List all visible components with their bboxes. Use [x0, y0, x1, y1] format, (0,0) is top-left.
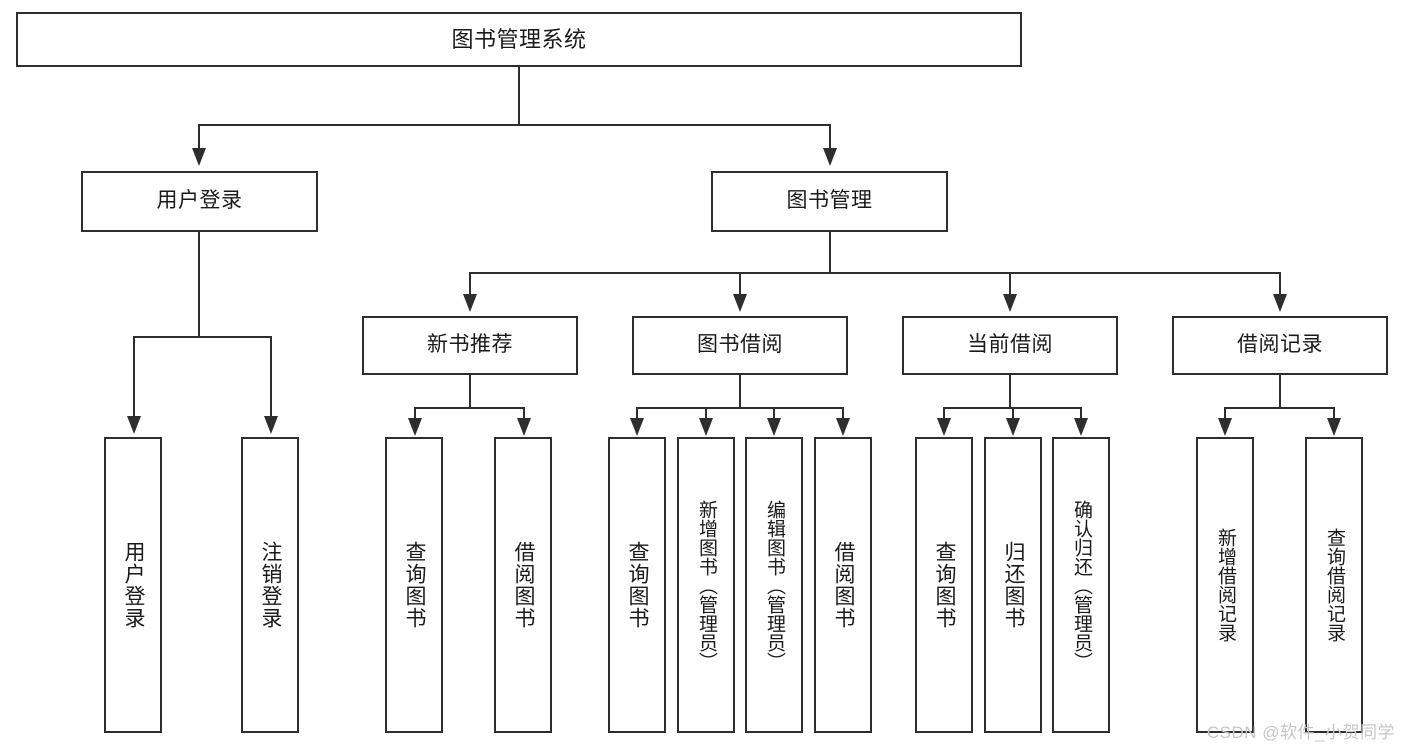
leaf-record-search[interactable]: 查询借阅记录: [1305, 437, 1363, 733]
connector-to-book-manage: [829, 124, 831, 150]
arrow-cb-leaf-3: [1074, 418, 1088, 436]
leaf-borrow-add-book[interactable]: 新增图书（管理员）: [677, 437, 735, 733]
connector-bb-leg-4: [842, 407, 844, 420]
node-label: 图书管理系统: [451, 26, 587, 52]
arrow-nbr-leaf-1: [408, 418, 422, 436]
node-label: 图书借阅: [697, 333, 783, 357]
arrow-br-leaf-2: [1327, 418, 1341, 436]
leaf-borrow-borrow-book[interactable]: 借阅图书: [814, 437, 872, 733]
node-label: 借阅图书: [512, 541, 536, 629]
arrow-to-leaf-logout: [264, 416, 278, 434]
node-book-manage[interactable]: 图书管理: [711, 171, 948, 232]
arrow-to-new-book-rec: [463, 294, 477, 312]
connector-user-login-bus: [133, 336, 272, 338]
node-label: 用户登录: [122, 541, 146, 629]
node-book-borrow[interactable]: 图书借阅: [632, 316, 848, 375]
node-label: 新增图书（管理员）: [695, 499, 717, 671]
leaf-logout[interactable]: 注销登录: [241, 437, 299, 733]
arrow-to-user-login: [192, 148, 206, 166]
leaf-borrow-query-book[interactable]: 查询图书: [608, 437, 666, 733]
connector-to-borrow-record: [1279, 272, 1281, 296]
connector-bb-leg-1: [636, 407, 638, 420]
arrow-bb-leaf-4: [836, 418, 850, 436]
leaf-rec-borrow-book[interactable]: 借阅图书: [494, 437, 552, 733]
leaf-current-query-book[interactable]: 查询图书: [915, 437, 973, 733]
connector-current-borrow-stem: [1009, 375, 1011, 408]
node-label: 图书管理: [786, 189, 873, 213]
node-new-book-rec[interactable]: 新书推荐: [362, 316, 578, 375]
connector-new-book-rec-bus: [414, 407, 524, 409]
leaf-user-login[interactable]: 用户登录: [104, 437, 162, 733]
node-borrow-record[interactable]: 借阅记录: [1172, 316, 1388, 375]
node-current-borrow[interactable]: 当前借阅: [902, 316, 1118, 375]
connector-cb-leg-1: [943, 407, 945, 420]
arrow-to-leaf-user-login: [127, 416, 141, 434]
connector-user-login-stem: [198, 232, 200, 337]
node-label: 编辑图书（管理员）: [763, 499, 785, 671]
connector-to-current-borrow: [1009, 272, 1011, 296]
arrow-bb-leaf-3: [767, 418, 781, 436]
connector-root-stem: [518, 67, 520, 125]
node-label: 查询图书: [626, 541, 650, 629]
connector-borrow-record-stem: [1279, 375, 1281, 408]
node-label: 注销登录: [259, 541, 283, 629]
node-user-login[interactable]: 用户登录: [81, 171, 318, 232]
connector-book-borrow-bus: [636, 407, 844, 409]
leaf-record-add[interactable]: 新增借阅记录: [1196, 437, 1254, 733]
node-label: 查询借阅记录: [1323, 528, 1345, 642]
connector-to-leaf-user-login: [133, 336, 135, 418]
connector-bb-leg-2: [705, 407, 707, 420]
node-label: 归还图书: [1002, 541, 1026, 629]
connector-book-borrow-stem: [739, 375, 741, 408]
arrow-to-borrow-record: [1273, 294, 1287, 312]
node-label: 新书推荐: [427, 333, 513, 357]
connector-cb-leg-2: [1012, 407, 1014, 420]
connector-to-leaf-logout: [270, 336, 272, 418]
arrow-bb-leaf-1: [630, 418, 644, 436]
arrow-br-leaf-1: [1218, 418, 1232, 436]
arrow-to-book-manage: [823, 148, 837, 166]
arrow-bb-leaf-2: [699, 418, 713, 436]
leaf-rec-query-book[interactable]: 查询图书: [385, 437, 443, 733]
connector-to-book-borrow: [739, 272, 741, 296]
arrow-to-current-borrow: [1003, 294, 1017, 312]
connector-book-manage-stem: [829, 232, 831, 273]
node-label: 查询图书: [403, 541, 427, 629]
leaf-current-confirm-return[interactable]: 确认归还（管理员）: [1052, 437, 1110, 733]
connector-borrow-record-bus: [1224, 407, 1334, 409]
node-label: 新增借阅记录: [1214, 528, 1236, 642]
leaf-current-return-book[interactable]: 归还图书: [984, 437, 1042, 733]
arrow-cb-leaf-1: [937, 418, 951, 436]
node-label: 查询图书: [933, 541, 957, 629]
connector-br-leg-2: [1333, 407, 1335, 420]
connector-new-book-rec-stem: [469, 375, 471, 408]
arrow-to-book-borrow: [733, 294, 747, 312]
node-label: 当前借阅: [967, 333, 1053, 357]
node-label: 借阅记录: [1237, 333, 1323, 357]
connector-nbr-leg-1: [414, 407, 416, 420]
node-label: 借阅图书: [832, 541, 856, 629]
connector-to-new-book-rec: [469, 272, 471, 296]
arrow-nbr-leaf-2: [517, 418, 531, 436]
node-label: 用户登录: [156, 189, 243, 213]
node-label: 确认归还（管理员）: [1070, 499, 1092, 671]
connector-level1-bus: [198, 124, 830, 126]
connector-nbr-leg-2: [523, 407, 525, 420]
connector-cb-leg-3: [1080, 407, 1082, 420]
connector-bb-leg-3: [773, 407, 775, 420]
leaf-borrow-edit-book[interactable]: 编辑图书（管理员）: [745, 437, 803, 733]
arrow-cb-leaf-2: [1006, 418, 1020, 436]
node-root-system[interactable]: 图书管理系统: [16, 12, 1022, 67]
connector-to-user-login: [198, 124, 200, 150]
connector-level2-bus: [469, 272, 1281, 274]
connector-br-leg-1: [1224, 407, 1226, 420]
